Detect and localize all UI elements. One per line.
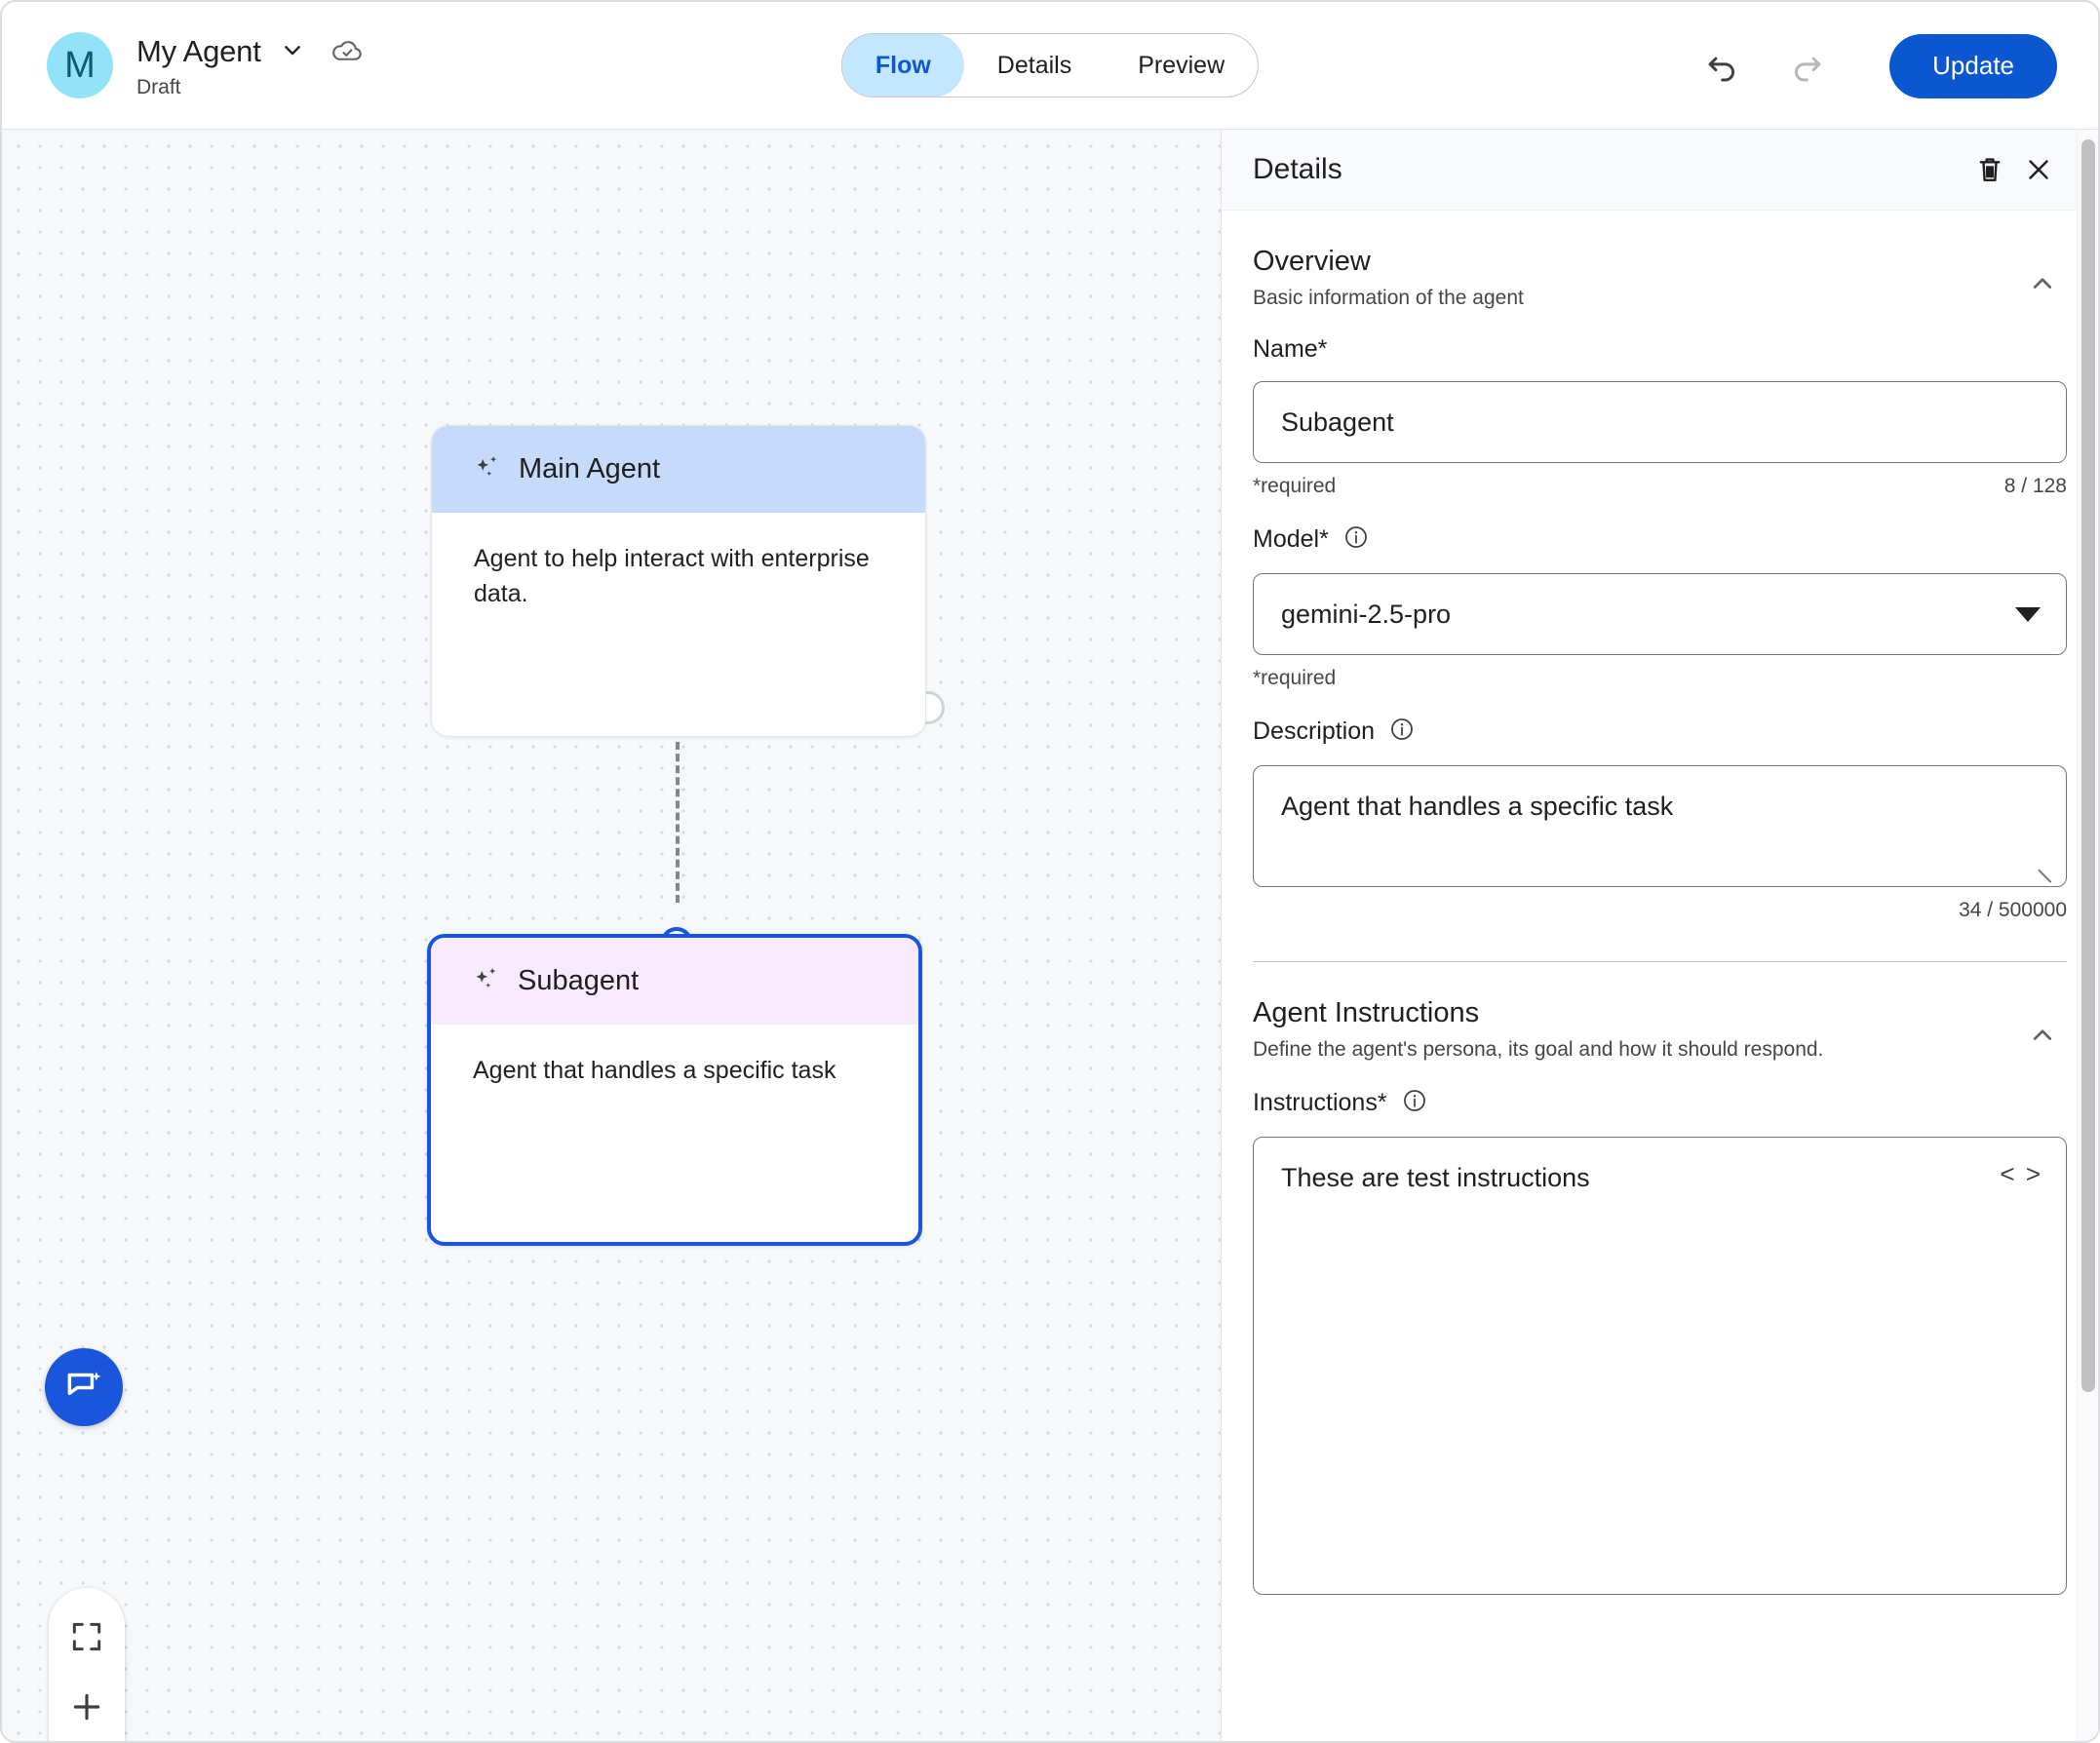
close-icon[interactable] xyxy=(2014,145,2063,194)
details-panel: Details Overview Basic information of th… xyxy=(1221,130,2098,1741)
node-title: Main Agent xyxy=(519,453,661,484)
section-title: Overview xyxy=(1253,246,1371,277)
dropdown-caret-icon xyxy=(2015,606,2041,622)
avatar: M xyxy=(47,32,113,98)
field-description: Description Agent that handles a specifi… xyxy=(1253,716,2067,922)
name-input[interactable]: Subagent xyxy=(1253,381,2067,463)
description-label: Description xyxy=(1253,717,1376,745)
model-select[interactable]: gemini-2.5-pro xyxy=(1253,573,2067,655)
panel-scrollbar-track[interactable] xyxy=(2077,130,2098,1741)
instructions-value: These are test instructions xyxy=(1281,1163,1590,1192)
section-title: Agent Instructions xyxy=(1253,997,1480,1028)
name-label: Name* xyxy=(1253,335,1328,363)
details-panel-header: Details xyxy=(1222,130,2098,211)
zoom-controls xyxy=(49,1588,125,1741)
sparkle-icon xyxy=(473,964,502,998)
chat-sparkle-icon[interactable] xyxy=(45,1348,123,1426)
model-label: Model* xyxy=(1253,525,1329,553)
status-badge: Draft xyxy=(136,75,181,98)
instructions-label: Instructions* xyxy=(1253,1089,1387,1116)
header-left-group: M My Agent Draft xyxy=(2,32,365,99)
description-textarea[interactable]: Agent that handles a specific task xyxy=(1253,765,2067,887)
page-title: My Agent xyxy=(136,34,261,68)
agent-title-row: My Agent xyxy=(136,32,365,72)
section-agent-instructions-header: Agent Instructions Define the agent's pe… xyxy=(1253,962,2067,1062)
redo-icon[interactable] xyxy=(1780,39,1835,94)
fit-screen-icon[interactable] xyxy=(58,1607,116,1666)
node-description: Agent to help interact with enterprise d… xyxy=(474,545,870,607)
flow-edge xyxy=(676,742,680,903)
header-right-group: Update xyxy=(1694,2,2057,130)
tab-preview[interactable]: Preview xyxy=(1138,51,1225,79)
description-value: Agent that handles a specific task xyxy=(1281,792,1674,821)
description-char-counter: 34 / 500000 xyxy=(1959,899,2067,921)
update-button[interactable]: Update xyxy=(1889,33,2057,98)
section-overview-header: Overview Basic information of the agent xyxy=(1253,211,2067,310)
section-subtitle: Define the agent's persona, its goal and… xyxy=(1253,1038,1824,1061)
name-required-hint: *required xyxy=(1253,475,1337,497)
resize-handle[interactable] xyxy=(2038,858,2063,883)
field-name: Name* Subagent *required 8 / 128 xyxy=(1253,335,2067,498)
node-header: Main Agent xyxy=(432,426,925,513)
view-tabs: Flow Details Preview xyxy=(840,33,1260,97)
chevron-down-icon[interactable] xyxy=(277,34,308,70)
instructions-textarea[interactable]: These are test instructions < > xyxy=(1253,1137,2067,1595)
tab-flow[interactable]: Flow xyxy=(841,34,964,97)
info-icon[interactable] xyxy=(1388,716,1416,748)
code-view-toggle-icon[interactable]: < > xyxy=(2000,1159,2042,1188)
node-title: Subagent xyxy=(518,965,640,996)
undo-icon[interactable] xyxy=(1694,39,1749,94)
trash-icon[interactable] xyxy=(1965,145,2014,194)
panel-scrollbar-thumb[interactable] xyxy=(2081,139,2095,1392)
zoom-in-plus-icon[interactable] xyxy=(58,1678,116,1736)
field-instructions: Instructions* These are test instruction… xyxy=(1253,1087,2067,1595)
cloud-check-icon xyxy=(330,32,365,72)
tab-details[interactable]: Details xyxy=(996,51,1072,79)
node-header: Subagent xyxy=(431,938,918,1025)
flow-node-subagent[interactable]: Subagent Agent that handles a specific t… xyxy=(427,934,922,1246)
section-divider xyxy=(1253,961,2067,962)
chevron-up-icon[interactable] xyxy=(2018,259,2067,308)
name-char-counter: 8 / 128 xyxy=(2003,475,2067,497)
flow-node-main-agent[interactable]: Main Agent Agent to help interact with e… xyxy=(431,425,926,737)
details-panel-body: Overview Basic information of the agent … xyxy=(1222,211,2098,1595)
node-body: Agent that handles a specific task xyxy=(431,1025,918,1089)
node-description: Agent that handles a specific task xyxy=(473,1057,836,1084)
section-subtitle: Basic information of the agent xyxy=(1253,287,1524,309)
field-model: Model* gemini-2.5-pro *required xyxy=(1253,523,2067,690)
node-body: Agent to help interact with enterprise d… xyxy=(432,513,925,611)
model-select-value: gemini-2.5-pro xyxy=(1281,599,1452,629)
sparkle-icon xyxy=(474,452,503,486)
details-panel-title: Details xyxy=(1253,153,1342,185)
info-icon[interactable] xyxy=(1401,1087,1428,1119)
chevron-up-icon[interactable] xyxy=(2018,1011,2067,1060)
model-required-hint: *required xyxy=(1253,667,1337,689)
flow-canvas[interactable]: Main Agent Agent to help interact with e… xyxy=(2,130,1221,1741)
app-header: M My Agent Draft Flo xyxy=(2,2,2098,130)
agent-title-block: My Agent Draft xyxy=(136,32,365,99)
info-icon[interactable] xyxy=(1342,523,1370,556)
